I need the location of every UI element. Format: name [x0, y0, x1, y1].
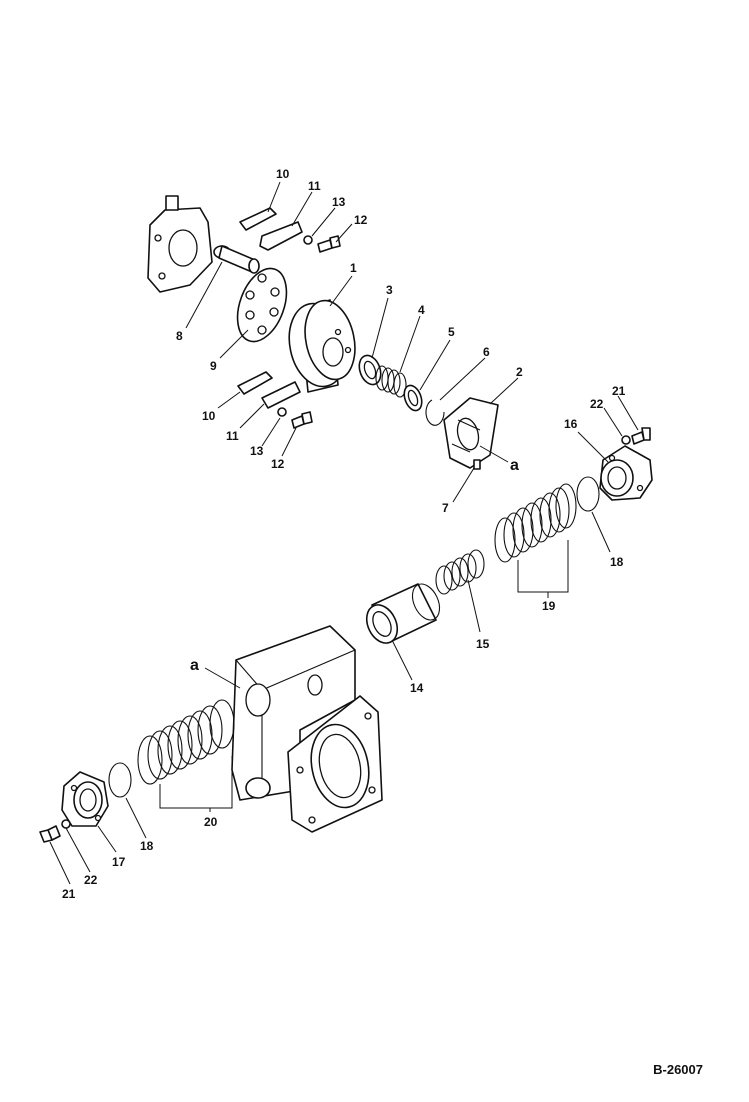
part-9-port-plate [236, 267, 288, 343]
part-21-right-bolt [631, 427, 651, 445]
part-10-bottom-link [237, 371, 273, 395]
callout-18-right: 18 [610, 555, 624, 569]
callout-14: 14 [410, 681, 424, 695]
callout-a-upper: a [510, 457, 519, 474]
callout-7: 7 [442, 501, 449, 515]
callout-3: 3 [386, 283, 393, 297]
callout-13-top: 13 [332, 195, 346, 209]
callout-1: 1 [350, 261, 357, 275]
part-7-pin [473, 459, 481, 470]
callout-11-bottom: 11 [226, 429, 239, 443]
part-18-left-o-ring [108, 762, 132, 798]
part-13-bottom-washer [277, 407, 287, 417]
part-22-left-washer [61, 819, 71, 829]
part-5-washer [403, 384, 423, 412]
part-21-left-bolt [39, 825, 61, 843]
part-1-cylinder-block [288, 299, 356, 393]
callout-10-bottom: 10 [202, 409, 216, 423]
callout-4: 4 [418, 303, 425, 317]
part-3-ring [358, 354, 382, 386]
part-13-top-washer [303, 235, 313, 245]
callout-22-right: 22 [590, 397, 604, 411]
callout-17: 17 [112, 855, 126, 869]
part-19-spring-set [494, 483, 577, 563]
part-16-end-cap [599, 445, 653, 501]
part-17-end-cap [61, 771, 109, 827]
callout-20: 20 [204, 815, 218, 829]
callout-15: 15 [476, 637, 490, 651]
pump-housing [231, 625, 383, 833]
cover-plate [147, 195, 213, 293]
callout-13-bottom: 13 [250, 444, 264, 458]
part-22-right-washer [621, 435, 631, 445]
callout-12-bottom: 12 [271, 457, 285, 471]
part-20-spring-set [137, 699, 235, 785]
callout-a-lower: a [190, 657, 199, 674]
callout-2: 2 [516, 365, 523, 379]
callout-19: 19 [542, 599, 556, 613]
callout-18-left: 18 [140, 839, 154, 853]
part-14-sleeve [365, 583, 441, 644]
part-11-top-plate [259, 221, 303, 251]
part-12-bottom-bolt [291, 411, 313, 429]
callout-21-right: 21 [612, 384, 626, 398]
callout-10-top: 10 [276, 167, 290, 181]
leader-lines [49, 181, 639, 885]
part-4-spring [375, 365, 407, 398]
callout-12-top: 12 [354, 213, 368, 227]
callout-21-left: 21 [62, 887, 76, 901]
callout-9: 9 [210, 359, 217, 373]
callout-5: 5 [448, 325, 455, 339]
part-2-swash-plate [443, 397, 499, 469]
part-18-right-o-ring [576, 476, 600, 512]
callout-8: 8 [176, 329, 183, 343]
part-8-shaft [213, 245, 260, 274]
part-11-bottom-plate [261, 381, 301, 409]
part-12-top-bolt [317, 235, 341, 253]
part-6-snap-ring [425, 399, 445, 426]
part-10-top-link [239, 207, 277, 231]
callout-11-top: 11 [308, 179, 321, 193]
callout-16: 16 [564, 417, 578, 431]
callout-6: 6 [483, 345, 490, 359]
drawing-reference-code: B-26007 [653, 1062, 703, 1077]
callout-22-left: 22 [84, 873, 98, 887]
part-15-spring [435, 549, 485, 595]
